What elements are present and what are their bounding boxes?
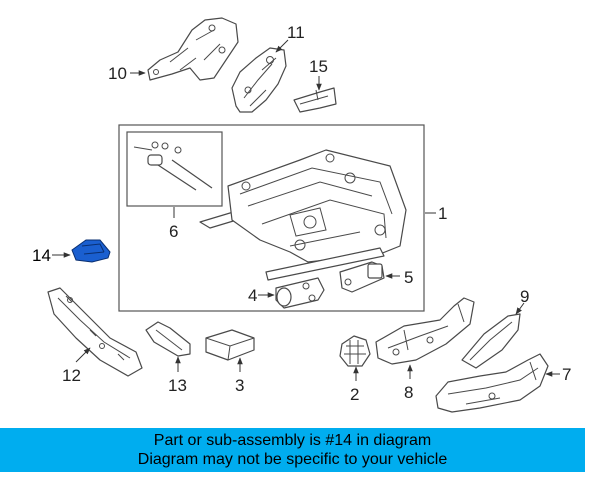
part-13-cover[interactable] (145, 321, 191, 357)
banner-line-1: Part or sub-assembly is #14 in diagram (153, 432, 432, 449)
part-15-bracket[interactable] (293, 87, 337, 113)
fitment-notice-banner: Part or sub-assembly is #14 in diagram D… (0, 428, 585, 472)
seat-frame-assembly-box (118, 124, 425, 312)
callout-14: 14 (32, 246, 51, 265)
callout-4: 4 (248, 286, 257, 305)
callout-7: 7 (562, 365, 571, 384)
banner-line-2: Diagram may not be specific to your vehi… (137, 451, 448, 468)
part-11-backrest-frame[interactable] (231, 47, 287, 113)
part-5-motor[interactable] (339, 261, 385, 293)
callout-10: 10 (108, 64, 127, 83)
part-9-side-cover[interactable] (461, 313, 521, 369)
callout-6: 6 (169, 222, 178, 241)
part-3-control-module[interactable] (205, 329, 255, 361)
part-7-outer-trim[interactable] (435, 353, 549, 413)
callout-1: 1 (438, 204, 447, 223)
callout-3: 3 (235, 376, 244, 395)
part-14-shape (71, 239, 111, 263)
part-1-seat-frame[interactable] (199, 149, 407, 281)
part-4-motor[interactable] (275, 277, 325, 309)
part-14-highlighted[interactable] (71, 239, 111, 263)
callout-9: 9 (520, 287, 529, 306)
callout-8: 8 (404, 383, 413, 402)
callout-2: 2 (350, 385, 359, 404)
callout-12: 12 (62, 366, 81, 385)
part-6-cable-kit[interactable] (133, 141, 213, 191)
part-2-switch[interactable] (339, 335, 371, 367)
part-10-backrest-side-panel[interactable] (147, 17, 239, 81)
callout-13: 13 (168, 376, 187, 395)
callout-15: 15 (309, 57, 328, 76)
cable-kit-inset-box (126, 131, 223, 207)
callout-11: 11 (287, 23, 305, 42)
part-12-side-trim[interactable] (47, 287, 143, 377)
callout-5: 5 (404, 268, 413, 287)
part-8-trim-panel[interactable] (375, 297, 475, 365)
